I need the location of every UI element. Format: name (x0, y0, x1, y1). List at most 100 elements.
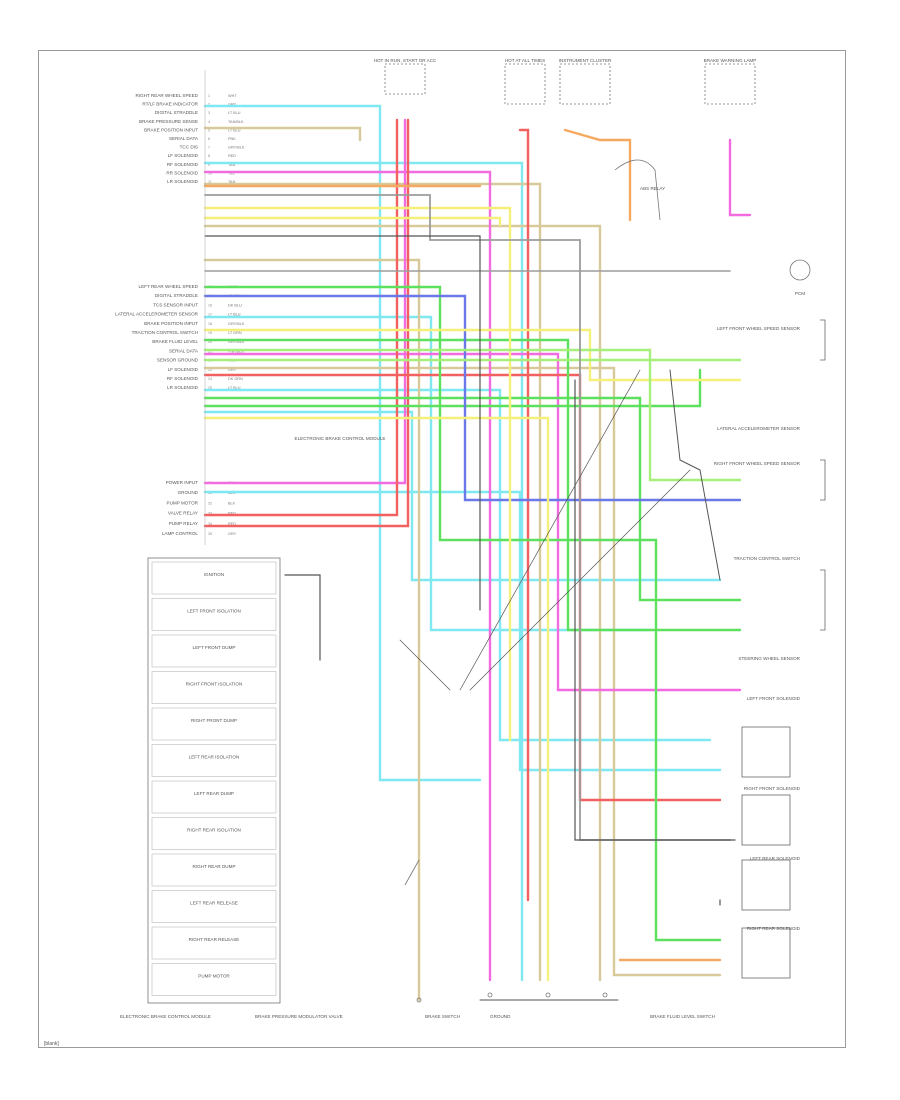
pcm-label: PCM (795, 291, 805, 296)
wire-cyan-5 (203, 410, 722, 582)
wire-blue-1 (203, 294, 742, 502)
wire-color-code: LT BLU (228, 111, 241, 115)
fuse-block-label: HOT IN RUN, START OR ACC (374, 58, 437, 63)
pin-label: LF SOLENOID (168, 367, 199, 372)
pin-label: POWER INPUT (166, 480, 199, 485)
pin-label: TRACTION CONTROL SWITCH (132, 330, 198, 335)
valve-block (151, 926, 277, 960)
wire-black-2 (284, 574, 321, 661)
lf-sensor-bracket (820, 319, 826, 361)
wire-color-code: TAN (228, 180, 236, 184)
pin-label: SERIAL DATA (169, 136, 199, 141)
bottom-component-label: ELECTRONIC BRAKE CONTROL MODULE (120, 1014, 211, 1019)
pin-label: LEFT REAR WHEEL SPEED (139, 284, 199, 289)
valve-stack-outline (147, 557, 281, 1004)
rear-lamp-box (704, 63, 756, 105)
wire-color-code: RED (228, 522, 236, 526)
pin-label: BRAKE PRESSURE SENSE (139, 119, 198, 124)
pin-label: DIGITAL STRADDLE (155, 110, 198, 115)
valve-block (151, 671, 277, 704)
valve-block (151, 707, 277, 741)
wire-color-code: TAN (228, 163, 236, 167)
pin-number: 34 (208, 522, 212, 526)
rr-solenoid (741, 927, 791, 979)
pin-number: 5 (208, 128, 210, 132)
wire-color-code: LT BLU (228, 386, 241, 390)
bottom-component-label: BRAKE SWITCH (425, 1014, 460, 1019)
valve-block (151, 744, 277, 777)
right-component-label: LEFT FRONT WHEEL SPEED SENSOR (717, 326, 801, 331)
pin-label: BRAKE POSITION INPUT (144, 321, 198, 326)
valve-block-label: LEFT REAR DUMP (194, 791, 234, 796)
pin-label: RT/LF BRAKE INDICATOR (142, 102, 198, 107)
hot-in-run-block (559, 63, 611, 105)
instrument-cluster (789, 259, 811, 281)
lr-solenoid (741, 859, 791, 911)
pin-number: 17 (208, 313, 212, 317)
rear-lamp-label: BRAKE WARNING LAMP (704, 58, 757, 63)
wire-tan-4 (203, 258, 421, 1002)
valve-block-label: RIGHT FRONT ISOLATION (186, 682, 243, 687)
wire-red-4 (518, 128, 530, 902)
valve-block-label: IGNITION (204, 572, 224, 577)
pin-number: 7 (208, 146, 210, 150)
wire-color-code: RED (228, 154, 236, 158)
pin-label: TCC DIS (180, 145, 198, 150)
right-component-label: TRACTION CONTROL SWITCH (734, 556, 800, 561)
pin-number: 9 (208, 163, 210, 167)
wire-cyan-2 (203, 161, 524, 982)
wire-tan-2 (203, 182, 542, 982)
pin-label: BRAKE POSITION INPUT (144, 127, 198, 132)
valve-block (151, 963, 277, 996)
pin-number: 6 (208, 137, 210, 141)
pin-label: RR SOLENOID (166, 170, 198, 175)
wire-color-code: LT GRN (228, 331, 242, 335)
rf-sensor-bracket (820, 459, 826, 501)
instrument-label: INSTRUMENT CLUSTER (559, 58, 612, 63)
valve-block (151, 561, 277, 595)
pin-number: 4 (208, 120, 210, 124)
valve-block-label: LEFT FRONT DUMP (193, 645, 236, 650)
wire-cyan-6 (203, 490, 722, 772)
right-component-label: LEFT FRONT SOLENOID (747, 696, 801, 701)
wire-green-4 (203, 368, 702, 408)
valve-block (151, 853, 277, 887)
wire-black-4 (669, 369, 721, 581)
pin-label: PUMP RELAY (169, 521, 198, 526)
wire-color-code: RED (228, 512, 236, 516)
wire-black-1 (204, 235, 481, 611)
pin-label: TCS SENSOR INPUT (153, 302, 198, 307)
figure-code: [blank] (44, 1041, 59, 1047)
wire-black-3 (574, 379, 736, 841)
wire-tan-3 (203, 224, 602, 982)
valve-block-label: LEFT FRONT ISOLATION (187, 609, 241, 614)
valve-block-label: LEFT REAR ISOLATION (189, 755, 240, 760)
diagram-frame (38, 50, 846, 1048)
pin-label: LATERAL ACCELEROMETER SENSOR (115, 312, 199, 317)
wire-color-code: GRY (228, 532, 237, 536)
wire-red-1 (203, 373, 722, 802)
pin-number: 3 (208, 111, 210, 115)
lf-solenoid (741, 726, 791, 778)
wire-tan-1 (203, 126, 362, 142)
pin-label: DIGITAL STRADDLE (155, 293, 198, 298)
wire-color-code: DK GRN (228, 377, 243, 381)
pin-label: RIGHT REAR WHEEL SPEED (135, 93, 198, 98)
wire-red-3 (203, 118, 410, 528)
pin-number: 23 (208, 368, 212, 372)
wire-color-code: WHT (228, 94, 237, 98)
top-components (384, 63, 811, 281)
pin-number: 20 (208, 340, 212, 344)
right-components (741, 319, 826, 979)
valve-block-label: RIGHT REAR ISOLATION (187, 828, 241, 833)
pin-label: LR SOLENOID (167, 385, 199, 390)
pin-label: LF SOLENOID (168, 153, 199, 158)
pin-number: 33 (208, 512, 212, 516)
pin-label: RF SOLENOID (167, 376, 199, 381)
wire-color-code: DK BLU (228, 303, 242, 307)
wire-gray-1 (204, 194, 731, 841)
valve-block-stack: IGNITION LEFT FRONT ISOLATION LEFT FRONT D… (147, 557, 281, 1004)
pin-label: LR SOLENOID (167, 179, 199, 184)
